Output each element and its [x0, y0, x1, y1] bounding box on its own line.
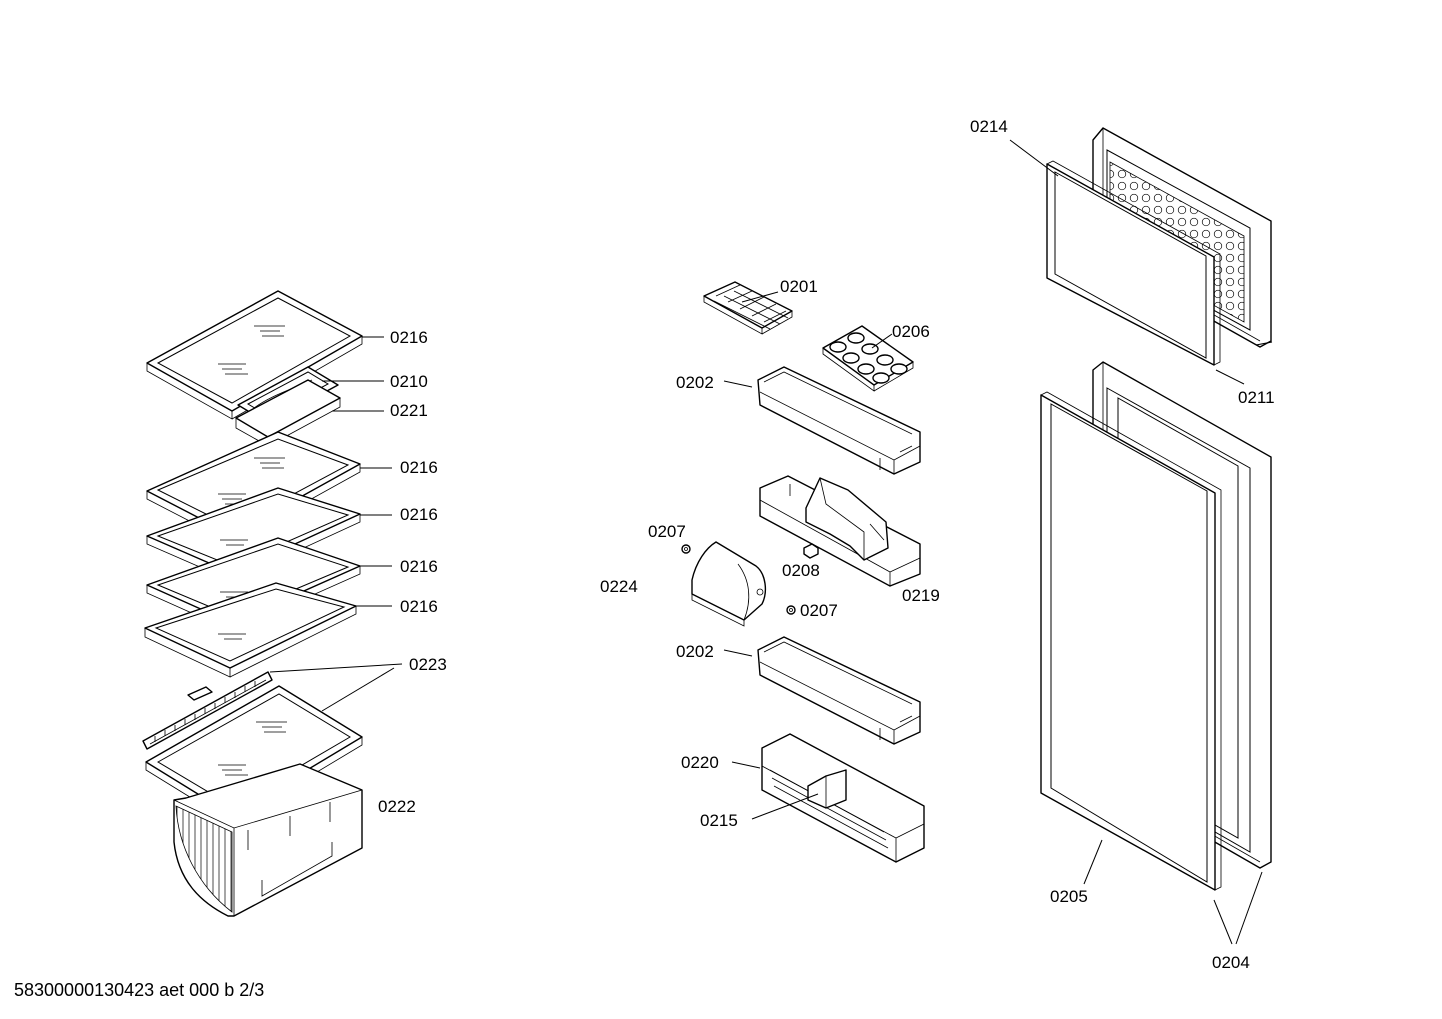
callout-0214: 0214 — [970, 117, 1008, 136]
callout-0216-top: 0216 — [390, 328, 428, 347]
glass-shelf-3 — [146, 487, 361, 582]
shelf-rail-strip — [142, 671, 273, 750]
fridge-gasket — [1040, 391, 1222, 891]
bottle-divider — [807, 769, 847, 809]
callout-0210: 0210 — [390, 372, 428, 391]
freezer-gasket — [1046, 160, 1221, 366]
chiller-frame — [235, 379, 341, 447]
glass-shelf-top — [146, 290, 363, 420]
drawing-code: 58300000130423 aet 000 b 2/3 — [14, 980, 265, 1000]
callout-0219: 0219 — [902, 586, 940, 605]
crisper-box — [173, 763, 363, 917]
callout-0202-lower: 0202 — [676, 642, 714, 661]
egg-tray — [822, 325, 914, 392]
callout-0205: 0205 — [1050, 887, 1088, 906]
callout-0202-top: 0202 — [676, 373, 714, 392]
callout-labels: 0216 0210 0221 0216 0216 0216 0216 0223 … — [378, 117, 1275, 972]
callout-0206: 0206 — [892, 322, 930, 341]
plug-left — [681, 544, 691, 554]
door-shelf-top — [757, 366, 921, 475]
ice-cube-tray — [703, 281, 793, 335]
callout-0207-right: 0207 — [800, 601, 838, 620]
plug-right — [786, 605, 796, 615]
door-shelf-mid — [759, 475, 921, 587]
callout-0201: 0201 — [780, 277, 818, 296]
callout-0216-2: 0216 — [400, 458, 438, 477]
dairy-flap — [691, 541, 767, 627]
callout-0207-left: 0207 — [648, 522, 686, 541]
clip-small — [803, 543, 819, 559]
callout-0221: 0221 — [390, 401, 428, 420]
callout-0224: 0224 — [600, 577, 638, 596]
door-shelf-lower — [757, 636, 921, 745]
callout-0222: 0222 — [378, 797, 416, 816]
callout-0216-4: 0216 — [400, 557, 438, 576]
callout-0211: 0211 — [1238, 388, 1275, 407]
callout-0215: 0215 — [700, 811, 738, 830]
callout-0204: 0204 — [1212, 953, 1250, 972]
leader-lines — [269, 139, 1273, 945]
callout-0216-5: 0216 — [400, 597, 438, 616]
callout-0223: 0223 — [409, 655, 447, 674]
callout-0220: 0220 — [681, 753, 719, 772]
callout-0208: 0208 — [782, 561, 820, 580]
callout-0216-3: 0216 — [400, 505, 438, 524]
